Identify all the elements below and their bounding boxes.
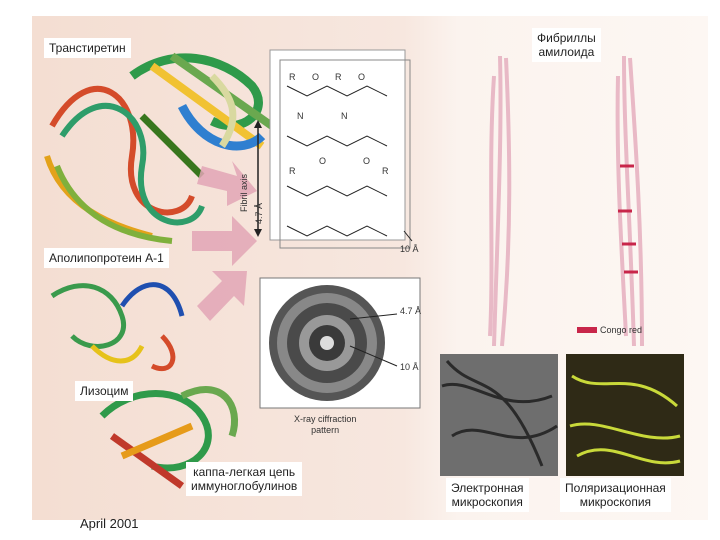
xray-10-label: 10 Å xyxy=(400,362,419,372)
congo-red-label: Congo red xyxy=(600,325,643,335)
label-electron-microscopy: Электронная микроскопия xyxy=(446,478,529,512)
chem-atom: N xyxy=(341,111,348,121)
spacing-10-label: 10 Å xyxy=(400,244,419,254)
label-kappa-chain: каппа-легкая цепь иммуноглобулинов xyxy=(186,462,303,496)
label-lysozyme: Лизоцим xyxy=(75,381,134,401)
label-fibrils: Фибриллы амилоида xyxy=(532,28,601,62)
label-kappa-line2: иммуноглобулинов xyxy=(191,479,298,493)
chem-atom: R xyxy=(335,72,342,82)
label-pol-line2: микроскопия xyxy=(579,495,652,509)
label-apolipoprotein: Аполипопротеин А-1 xyxy=(44,248,169,268)
label-fibrils-line1: Фибриллы xyxy=(537,31,596,45)
spacing-axis-label: 4.7 Å xyxy=(254,202,264,224)
xray-caption-line1: X-ray ciffraction xyxy=(294,414,357,424)
lysozyme-structure xyxy=(50,282,185,372)
transthyretin-structure xyxy=(129,52,275,179)
label-em-line2: микроскопия xyxy=(451,495,523,509)
xray-pattern-image xyxy=(269,285,385,401)
label-pol-line1: Поляризационная xyxy=(565,481,666,495)
xray-47-label: 4.7 Å xyxy=(400,306,422,316)
label-kappa-line1: каппа-легкая цепь xyxy=(193,465,296,479)
polarized-micrograph xyxy=(566,354,684,476)
chem-atom: R xyxy=(289,166,296,176)
amyloid-fibrils-illustration xyxy=(488,55,644,347)
arrow-icons xyxy=(192,161,257,321)
beta-sheet-diagram xyxy=(286,85,388,237)
slide-figure: Транстиретин Аполипопротеин А-1 Лизоцим … xyxy=(32,16,708,520)
congo-red-legend-swatch xyxy=(577,327,597,333)
chem-atom: O xyxy=(312,72,320,82)
chem-atom: R xyxy=(289,72,296,82)
fibril-axis-label: Fibril axis xyxy=(239,173,249,212)
label-transthyretin: Транстиретин xyxy=(44,38,131,58)
chem-atom: O xyxy=(363,156,371,166)
protein-structures xyxy=(44,49,684,489)
chem-atom: O xyxy=(319,156,327,166)
chem-atom: N xyxy=(297,111,304,121)
chem-atom: O xyxy=(358,72,366,82)
congo-red-marks xyxy=(618,164,638,274)
chem-atom: R xyxy=(382,166,389,176)
label-fibrils-line2: амилоида xyxy=(538,45,595,59)
xray-caption: X-ray ciffraction pattern xyxy=(294,414,356,436)
footer-date: April 2001 xyxy=(80,516,139,531)
label-em-line1: Электронная xyxy=(451,481,524,495)
apolipoprotein-structure xyxy=(44,86,205,244)
xray-caption-line2: pattern xyxy=(311,425,340,435)
label-polarization-microscopy: Поляризационная микроскопия xyxy=(560,478,671,512)
